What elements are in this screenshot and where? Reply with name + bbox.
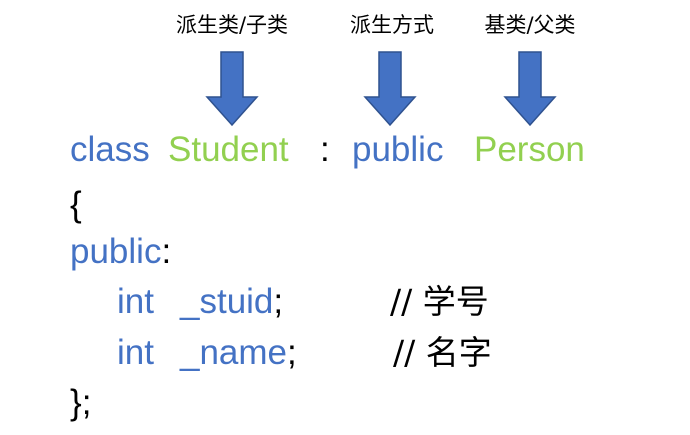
access-section: public: [70,231,171,273]
comment-name: // 名字 [393,333,492,372]
inheritance-colon: : [320,130,330,169]
base-class-name: Person [474,130,585,169]
member-type-int: int [117,333,154,372]
semicolon: ; [287,333,297,372]
derived-class-name: Student [168,130,289,169]
keyword-class: class [70,130,150,169]
comment-student-id: // 学号 [390,282,489,321]
member-name: _stuid [180,282,274,321]
member-stuid: _stuid; [180,281,283,323]
arrow-down-icon [503,51,557,127]
member-type-int: int [117,282,154,321]
member-name-field: _name; [180,332,297,374]
label-inheritance-mode: 派生方式 [350,13,434,37]
label-derived-class: 派生类/子类 [175,13,289,37]
close-brace: }; [70,383,92,422]
member-name: _name [180,333,288,372]
arrow-down-icon [363,51,417,127]
arrow-down-icon [205,51,259,127]
access-specifier-public: public [70,232,162,271]
access-colon: : [161,232,172,271]
label-base-class: 基类/父类 [484,13,576,37]
semicolon: ; [273,282,284,321]
open-brace: { [70,185,82,224]
inheritance-access-specifier: public [352,130,444,169]
